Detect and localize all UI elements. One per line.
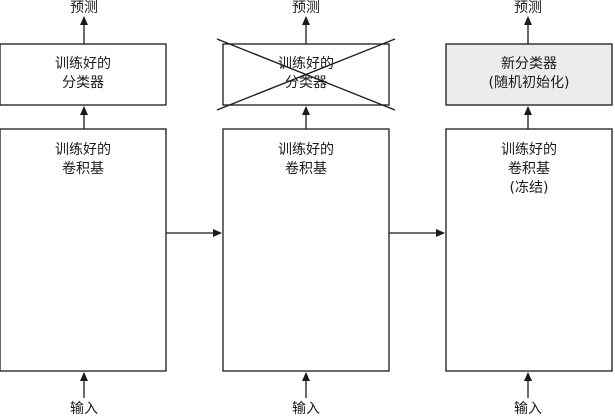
classifier-text-2: 训练好的 分类器 bbox=[223, 55, 389, 93]
conv-base-text-1: 训练好的 卷积基 bbox=[0, 141, 166, 179]
conv-base-line-1b: 卷积基 bbox=[62, 161, 104, 177]
cross-out-line-b bbox=[216, 38, 396, 111]
classifier-line-2b: 分类器 bbox=[285, 75, 327, 91]
classifier-box-3 bbox=[445, 43, 613, 106]
input-label-1: 输入 bbox=[70, 401, 98, 417]
classifier-line-3b: (随机初始化) bbox=[488, 75, 570, 91]
classifier-line-1a: 训练好的 bbox=[55, 56, 111, 72]
classifier-line-1b: 分类器 bbox=[62, 75, 104, 91]
input-label-3: 输入 bbox=[514, 401, 542, 417]
input-label-2: 输入 bbox=[292, 401, 320, 417]
conv-base-line-3b: 卷积基 bbox=[508, 161, 550, 177]
prediction-label-1: 预测 bbox=[70, 0, 98, 16]
classifier-line-2a: 训练好的 bbox=[278, 56, 334, 72]
conv-base-box-1 bbox=[0, 128, 167, 372]
classifier-box-1 bbox=[0, 43, 167, 106]
conv-base-text-2: 训练好的 卷积基 bbox=[223, 141, 389, 179]
conv-base-line-2b: 卷积基 bbox=[285, 161, 327, 177]
prediction-label-3: 预测 bbox=[514, 0, 542, 16]
classifier-text-3: 新分类器 (随机初始化) bbox=[446, 55, 612, 93]
conv-base-text-3: 训练好的 卷积基 (冻结) bbox=[446, 141, 612, 198]
classifier-line-3a: 新分类器 bbox=[501, 56, 557, 72]
prediction-label-2: 预测 bbox=[292, 0, 320, 16]
conv-base-line-1a: 训练好的 bbox=[55, 142, 111, 158]
conv-base-line-3a: 训练好的 bbox=[501, 142, 557, 158]
conv-base-line-3c: (冻结) bbox=[509, 180, 549, 196]
classifier-text-1: 训练好的 分类器 bbox=[0, 55, 166, 93]
conv-base-box-3 bbox=[445, 128, 613, 372]
conv-base-line-2a: 训练好的 bbox=[278, 142, 334, 158]
conv-base-box-2 bbox=[222, 128, 390, 372]
